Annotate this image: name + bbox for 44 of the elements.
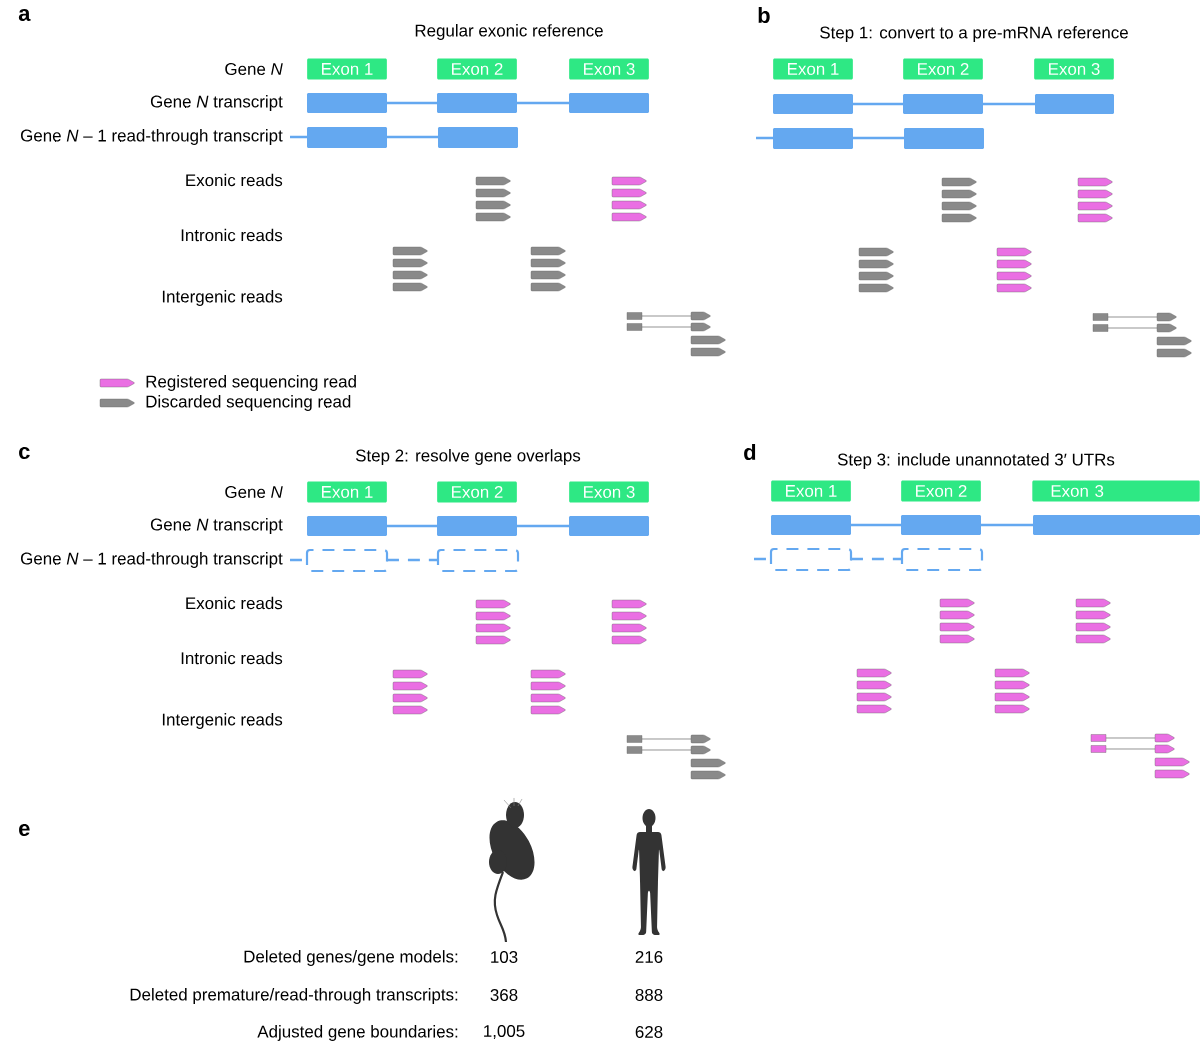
- count-value: 216: [635, 951, 663, 963]
- panel-letter: b: [758, 6, 770, 24]
- exon-box: Exon 1: [307, 481, 387, 503]
- row-label: Gene N transcript: [150, 518, 283, 534]
- legend-label: Discarded sequencing read: [146, 395, 351, 411]
- exon-box: Exon 2: [437, 58, 517, 80]
- panel-letter: c: [19, 447, 30, 459]
- row-label: Intronic reads: [181, 228, 283, 242]
- panel-letter: a: [18, 9, 31, 21]
- exon-box: Exon 2: [437, 481, 517, 503]
- exon-box: Exon 1: [771, 480, 851, 502]
- panel-title: Regular exonic reference: [415, 24, 603, 40]
- row-label: Intergenic reads: [162, 713, 283, 729]
- panel-title: Step 3: include unannotated 3′ UTRs: [837, 453, 1115, 469]
- panel-title: Step 1: convert to a pre-mRNA reference: [820, 26, 1128, 42]
- count-value: 888: [635, 989, 663, 1001]
- count-value: 1,005: [484, 1025, 525, 1039]
- row-label: Deleted premature/read-through transcripts:: [130, 988, 458, 1004]
- exon-box: Exon 3: [1032, 480, 1200, 502]
- row-label: Gene N transcript: [150, 95, 283, 111]
- panel-letter: e: [19, 824, 30, 836]
- exon-box: Exon 3: [569, 481, 649, 503]
- exon-box: Exon 3: [569, 58, 649, 80]
- row-label: Deleted genes/gene models:: [244, 950, 458, 966]
- exon-box: Exon 1: [773, 58, 853, 80]
- row-label: Gene N: [225, 486, 283, 498]
- row-label: Exonic reads: [186, 173, 283, 187]
- row-label: Exonic reads: [186, 596, 283, 610]
- panel-title: Step 2: resolve gene overlaps: [355, 449, 581, 465]
- legend-label: Registered sequencing read: [146, 375, 356, 391]
- row-label: Gene N – 1 read-through transcript: [21, 129, 283, 145]
- row-label: Intronic reads: [181, 651, 283, 665]
- row-label: Gene N: [225, 63, 283, 75]
- exon-box: Exon 2: [901, 480, 981, 502]
- row-label: Gene N – 1 read-through transcript: [21, 552, 283, 568]
- exon-box: Exon 1: [307, 58, 387, 80]
- row-label: Intergenic reads: [162, 290, 283, 306]
- panel-letter: d: [744, 443, 756, 461]
- exon-box: Exon 3: [1034, 58, 1114, 80]
- count-value: 368: [490, 989, 518, 1001]
- exon-box: Exon 2: [903, 58, 983, 80]
- row-label: Adjusted gene boundaries:: [257, 1025, 458, 1041]
- count-value: 628: [635, 1026, 663, 1038]
- count-value: 103: [491, 951, 518, 963]
